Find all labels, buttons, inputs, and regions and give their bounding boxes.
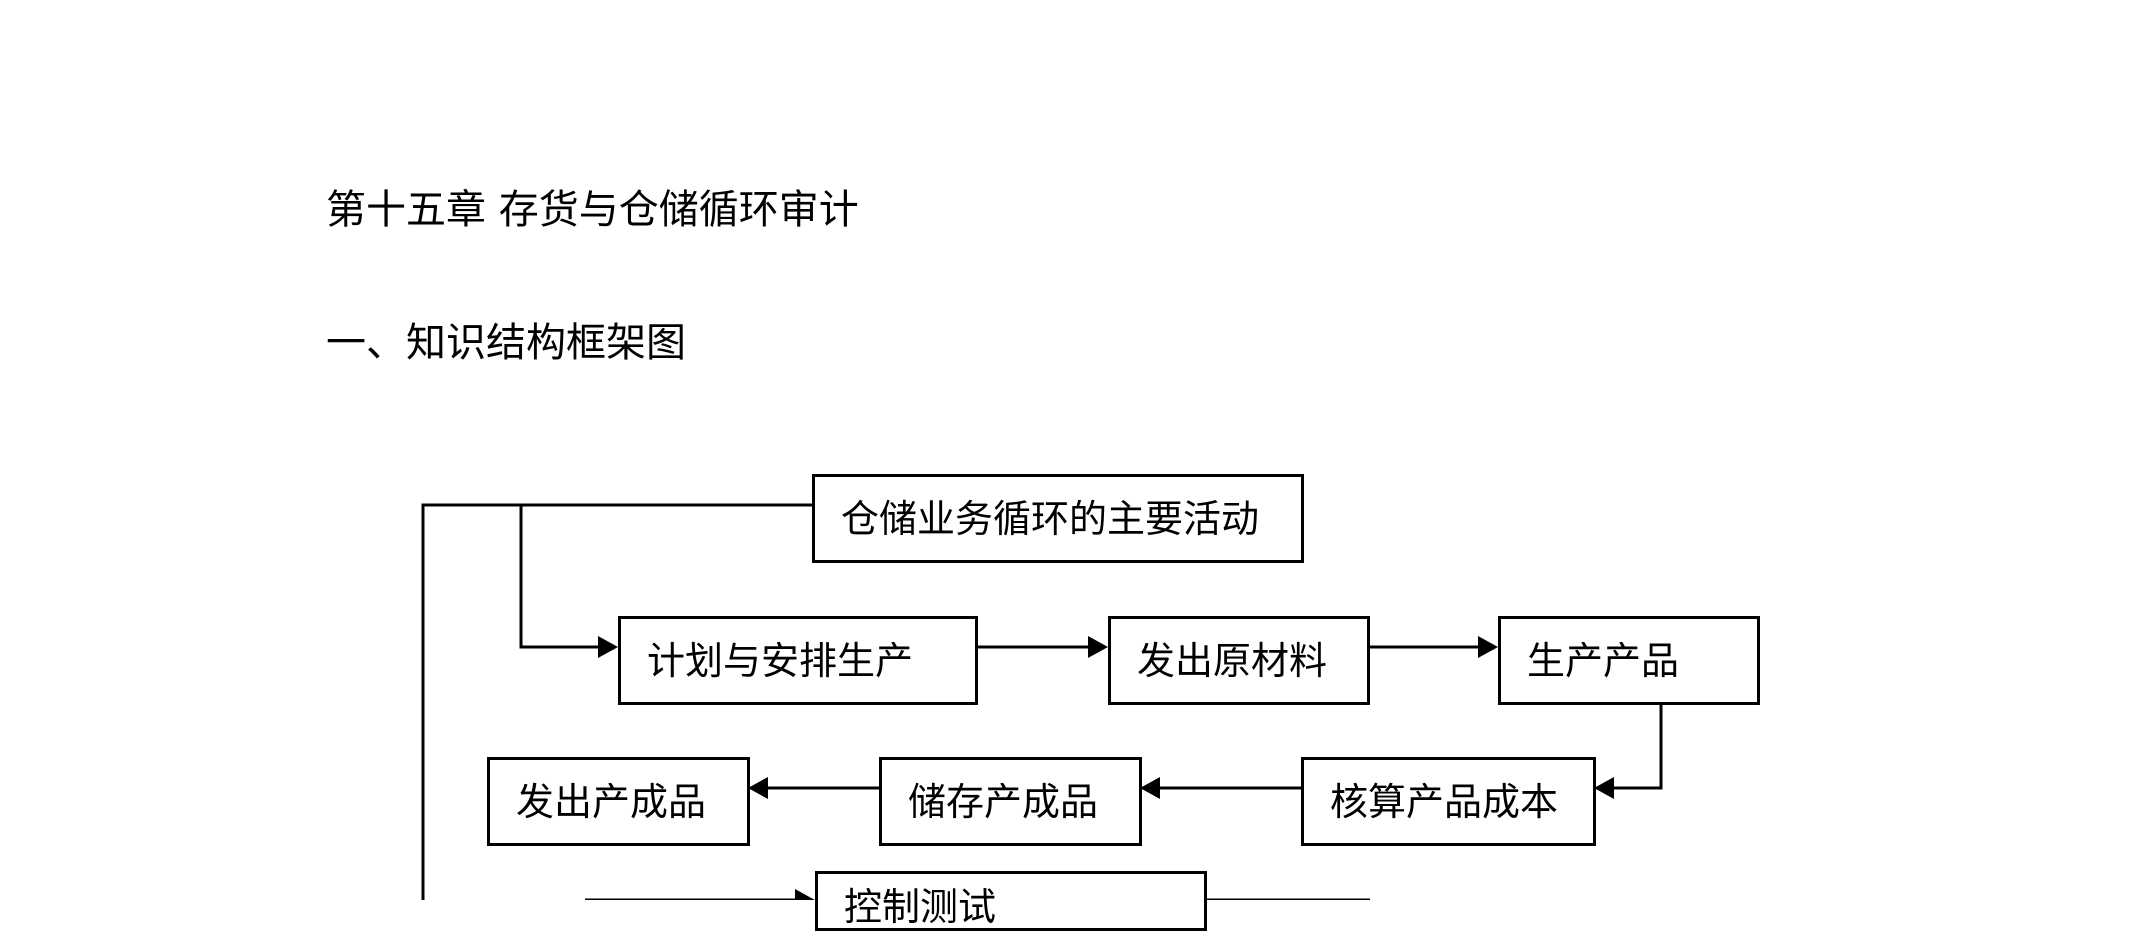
node-store-finished: 储存产成品: [879, 757, 1142, 846]
arrowhead-cost: [1594, 777, 1614, 799]
node-issue-materials-label: 发出原材料: [1137, 638, 1328, 683]
node-produce-products: 生产产品: [1498, 616, 1760, 705]
arrowhead-produce: [1478, 636, 1498, 658]
flow-connectors: [421, 503, 1663, 900]
node-account-cost-label: 核算产品成本: [1330, 779, 1559, 824]
node-plan-production: 计划与安排生产: [618, 616, 978, 705]
node-main-activity: 仓储业务循环的主要活动: [812, 474, 1304, 563]
node-produce-products-label: 生产产品: [1527, 638, 1680, 683]
section-title: 一、知识结构框架图: [326, 320, 686, 366]
chapter-title: 第十五章 存货与仓储循环审计: [326, 187, 859, 233]
arrowhead-store: [1140, 777, 1160, 799]
node-plan-production-label: 计划与安排生产: [647, 638, 914, 683]
arrowhead-ship: [748, 777, 768, 799]
node-store-finished-label: 储存产成品: [908, 779, 1099, 824]
node-ship-finished-label: 发出产成品: [516, 779, 707, 824]
arrowhead-control-test: [795, 889, 815, 900]
node-issue-materials: 发出原材料: [1108, 616, 1370, 705]
connector-spine: [421, 503, 812, 900]
node-control-test-label: 控制测试: [844, 885, 997, 929]
connector-produce-to-cost: [1614, 703, 1663, 790]
node-main-activity-label: 仓储业务循环的主要活动: [841, 496, 1260, 541]
connector-main-to-plan: [519, 505, 598, 649]
arrowhead-plan: [598, 636, 618, 658]
node-ship-finished: 发出产成品: [487, 757, 750, 846]
arrowhead-issue: [1088, 636, 1108, 658]
node-account-cost: 核算产品成本: [1301, 757, 1596, 846]
node-control-test: 控制测试: [815, 871, 1207, 931]
